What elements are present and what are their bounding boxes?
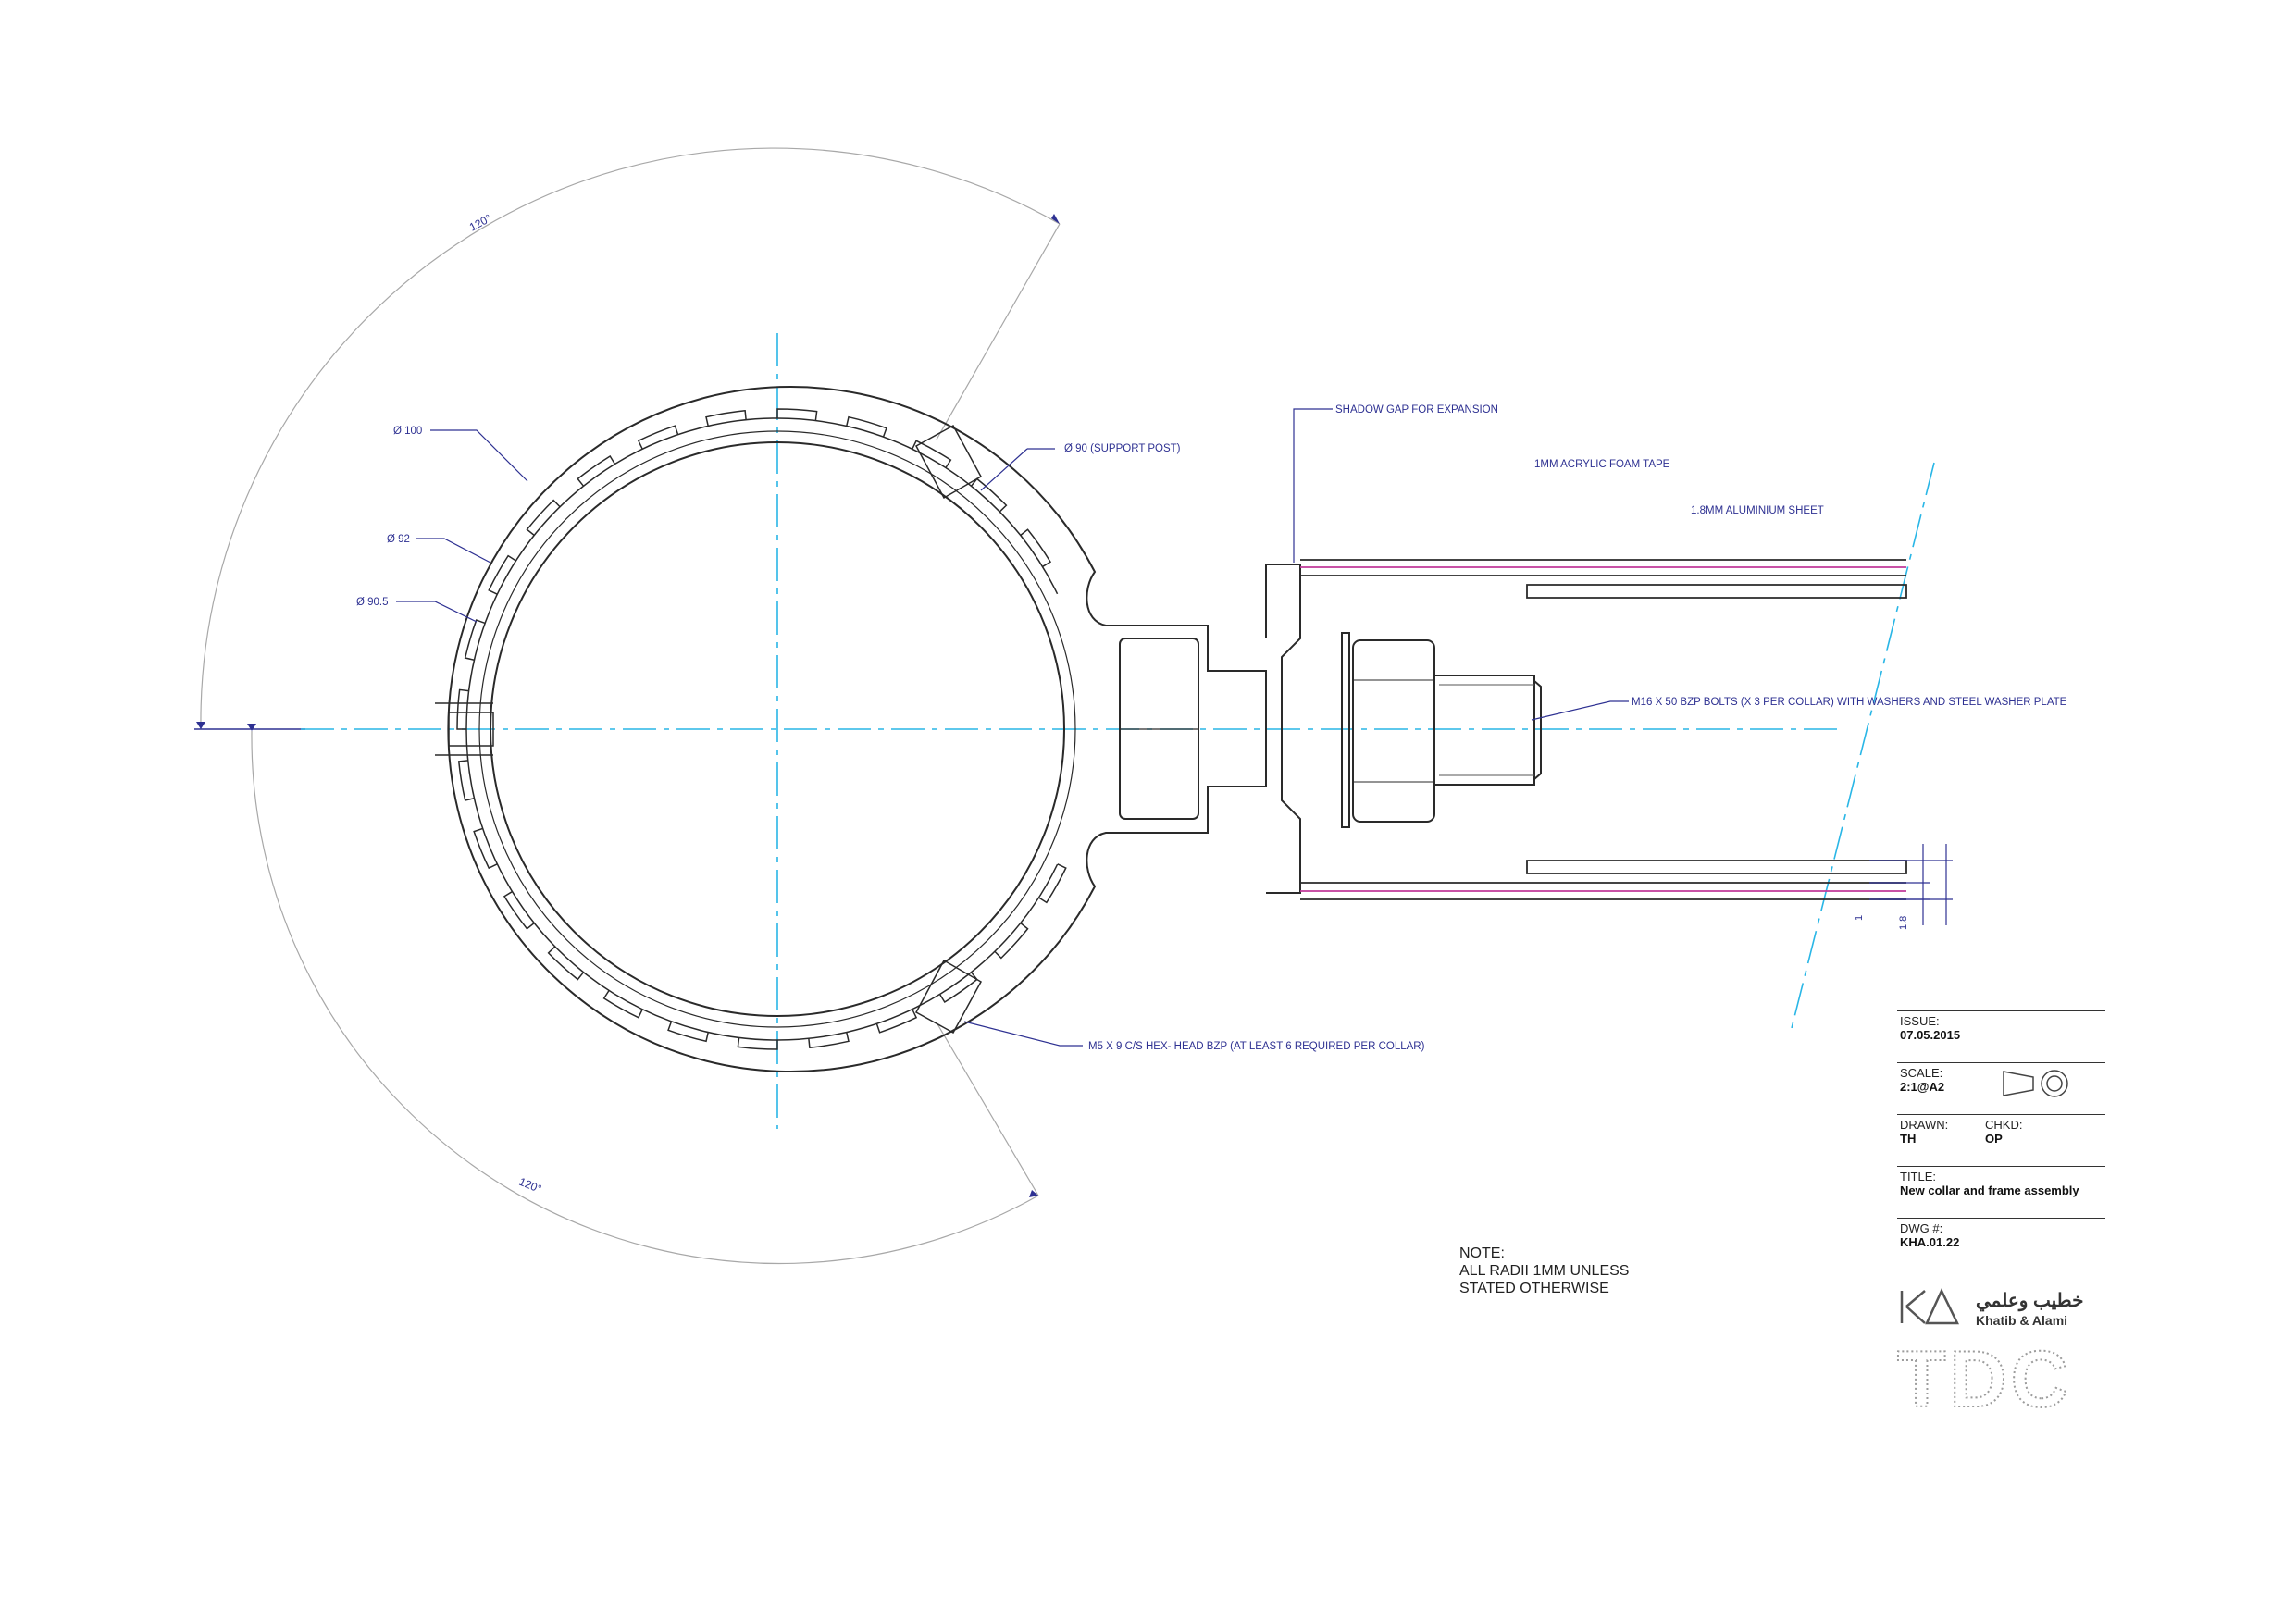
angle-label-top: 120°: [467, 212, 494, 234]
centerlines: [301, 333, 1935, 1129]
aluminium-sheet-bottom: [1526, 860, 1907, 874]
label-m5-bolts: M5 X 9 C/S HEX- HEAD BZP (AT LEAST 6 REQ…: [1088, 1041, 1425, 1052]
break-line: [1790, 462, 1935, 1033]
ring-notch: [776, 408, 818, 421]
ring-notch: [705, 409, 747, 427]
tdc-logo: TDC: [1896, 1334, 2072, 1425]
leader-m16: [1531, 700, 1629, 721]
label-shadow-gap: SHADOW GAP FOR EXPANSION: [1335, 404, 1498, 415]
scale-label: SCALE:: [1900, 1066, 1943, 1080]
ring-notch: [457, 760, 475, 801]
bolt-shank: [1433, 675, 1535, 786]
collar-outer-profile: [447, 386, 1267, 1072]
chkd-label: CHKD:: [1985, 1118, 2023, 1132]
label-support-post: Ø 90 (SUPPORT POST): [1064, 443, 1181, 454]
note-line-2: STATED OTHERWISE: [1459, 1281, 1609, 1296]
label-dia-92: Ø 92: [387, 534, 410, 545]
scale-value: 2:1@A2: [1900, 1080, 1945, 1094]
projection-symbol: [2003, 1070, 2068, 1097]
ring-notch: [1038, 863, 1067, 904]
ring-notch: [994, 922, 1029, 960]
m16-bolt: [1341, 632, 1542, 828]
note-line-1: ALL RADII 1MM UNLESS: [1459, 1263, 1630, 1279]
frame-sheets: [1300, 559, 1907, 900]
ring-notch: [637, 425, 679, 450]
logo-english-text: Khatib & Alami: [1976, 1313, 2067, 1328]
collar-body: [447, 386, 1301, 1072]
ring-notch: [1020, 528, 1052, 568]
ring-notch: [602, 990, 643, 1019]
title-value: New collar and frame assembly: [1900, 1183, 2079, 1197]
collar-notch-ring: [456, 408, 1067, 1050]
label-acrylic-tape: 1MM ACRYLIC FOAM TAPE: [1534, 459, 1670, 470]
collar-inner-bore: [490, 441, 1065, 1017]
issue-label: ISSUE:: [1900, 1014, 1940, 1028]
dwg-value: KHA.01.22: [1900, 1235, 1960, 1249]
ring-notch: [577, 454, 616, 487]
leader-dia-90-5: [396, 601, 478, 623]
screw-pocket-left: [448, 712, 494, 747]
issue-value: 07.05.2015: [1900, 1028, 1961, 1042]
ring-notch: [875, 1009, 918, 1034]
leader-m5: [963, 1021, 1083, 1047]
leader-shadow-gap: [1293, 408, 1333, 563]
aluminium-sheet-top: [1526, 584, 1907, 599]
ring-notch: [464, 619, 486, 661]
bolt-nut: [1352, 639, 1435, 823]
ring-notch: [547, 946, 585, 981]
ring-inner-edge: [465, 417, 1059, 1041]
tdc-logo-text: TDC: [1897, 1335, 2072, 1424]
ring-notch: [667, 1021, 709, 1043]
angle-arc-bottom: [251, 730, 1039, 1265]
collar-inner-liner: [478, 430, 1076, 1028]
screw-pocket-top: [914, 424, 983, 500]
khatib-alami-logo: خطيب وعلمي Khatib & Alami: [1900, 1288, 2083, 1328]
thickness-label-1-8: 1.8: [1898, 916, 1909, 930]
angle-arc-top: [200, 147, 1061, 730]
drawn-label: DRAWN:: [1900, 1118, 1949, 1132]
ring-notch: [846, 415, 887, 438]
logo-arabic-text: خطيب وعلمي: [1976, 1291, 2083, 1312]
ring-notch: [488, 554, 516, 595]
leader-lines: [396, 408, 1629, 1047]
bracket-channel: [1265, 564, 1301, 894]
label-aluminium-sheet: 1.8MM ALUMINIUM SHEET: [1691, 505, 1824, 516]
angle-leg-top: [936, 223, 1061, 440]
title-label: TITLE:: [1900, 1170, 1937, 1183]
leader-dia-92: [416, 538, 491, 564]
ring-notch: [808, 1032, 850, 1049]
ring-notch: [503, 890, 535, 930]
ring-notch: [456, 688, 469, 730]
washer-plate: [1341, 632, 1350, 828]
label-m16-bolts: M16 X 50 BZP BOLTS (X 3 PER COLLAR) WITH…: [1632, 697, 2067, 708]
screw-pockets: [435, 424, 983, 1035]
screw-pocket-bottom: [914, 959, 983, 1035]
ring-notch: [737, 1037, 778, 1050]
angle-leg-bottom: [936, 1022, 1039, 1196]
ring-notch: [473, 827, 498, 870]
ka-monogram: [1900, 1288, 1959, 1325]
ring-notch: [526, 499, 561, 537]
angle-dimension-arcs: [200, 147, 1061, 1265]
label-dia-100: Ø 100: [393, 426, 422, 437]
thickness-dimensions: [1869, 844, 1953, 925]
ring-notch: [912, 440, 952, 468]
chkd-value: OP: [1985, 1132, 2003, 1146]
note-heading: NOTE:: [1459, 1245, 1505, 1261]
thickness-label-1: 1: [1854, 915, 1865, 921]
angle-label-bottom: 120°: [517, 1175, 543, 1196]
angle-dimension-ticks: [196, 214, 1060, 1197]
leader-dia-100: [430, 429, 528, 482]
drawn-value: TH: [1900, 1132, 1917, 1146]
dwg-label: DWG #:: [1900, 1221, 1943, 1235]
label-dia-90-5: Ø 90.5: [356, 597, 389, 608]
